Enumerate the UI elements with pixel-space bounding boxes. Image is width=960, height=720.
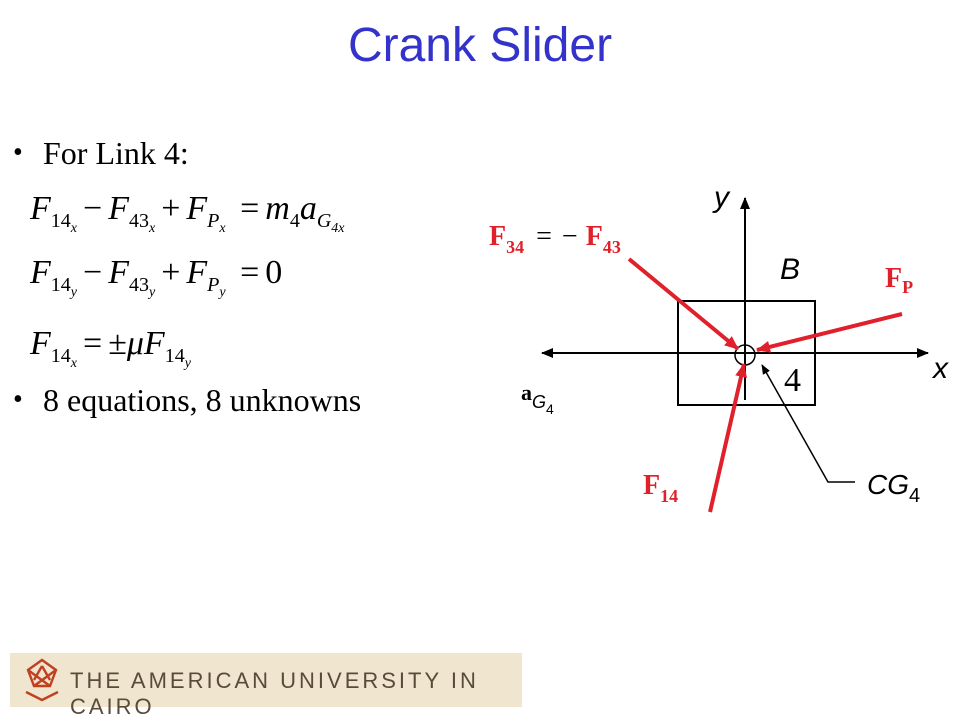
label-b: B [780, 253, 800, 286]
bullet-text: 8 equations, 8 unknowns [43, 382, 362, 418]
label-ag4: aG4 [521, 380, 554, 417]
bullet-item: • For Link 4: [13, 137, 189, 169]
bullet-text: For Link 4: [43, 135, 189, 171]
slide-title: Crank Slider [347, 19, 613, 72]
label-link-number: 4 [784, 362, 801, 399]
f34-arrow [627, 257, 740, 351]
bullet-dot: • [13, 137, 23, 168]
eq3-content: F14x=±μF14y [30, 325, 191, 371]
label-fp: FP [885, 263, 913, 297]
label-f34: F34=−F43 [489, 221, 621, 257]
equation-2: F14y−F43y+FPy =0 [30, 256, 282, 300]
eq2-rhs: =0 [240, 254, 283, 291]
eq2-lhs: F14y−F43y+FPy [30, 254, 226, 300]
label-f14: F14 [643, 470, 678, 506]
eq1-lhs: F14x−F43x+FPx [30, 190, 226, 236]
bullet-dot: • [13, 384, 23, 415]
equation-1: F14x−F43x+FPx =m4aG4x [30, 192, 345, 236]
fp-arrow [756, 312, 903, 353]
cg4-pointer [761, 364, 855, 483]
eq1-rhs: =m4aG4x [240, 190, 345, 236]
label-cg4: CG4 [867, 469, 920, 507]
f14-arrow [708, 363, 747, 513]
label-x: x [931, 352, 949, 385]
university-logo-bar: THE AMERICAN UNIVERSITY IN CAIRO [10, 653, 522, 719]
bullet-item: • 8 equations, 8 unknowns [13, 384, 361, 416]
label-y: y [712, 181, 731, 214]
auc-logo-icon [25, 658, 59, 702]
equation-3: F14x=±μF14y [30, 327, 191, 371]
university-name: THE AMERICAN UNIVERSITY IN CAIRO [70, 668, 479, 719]
